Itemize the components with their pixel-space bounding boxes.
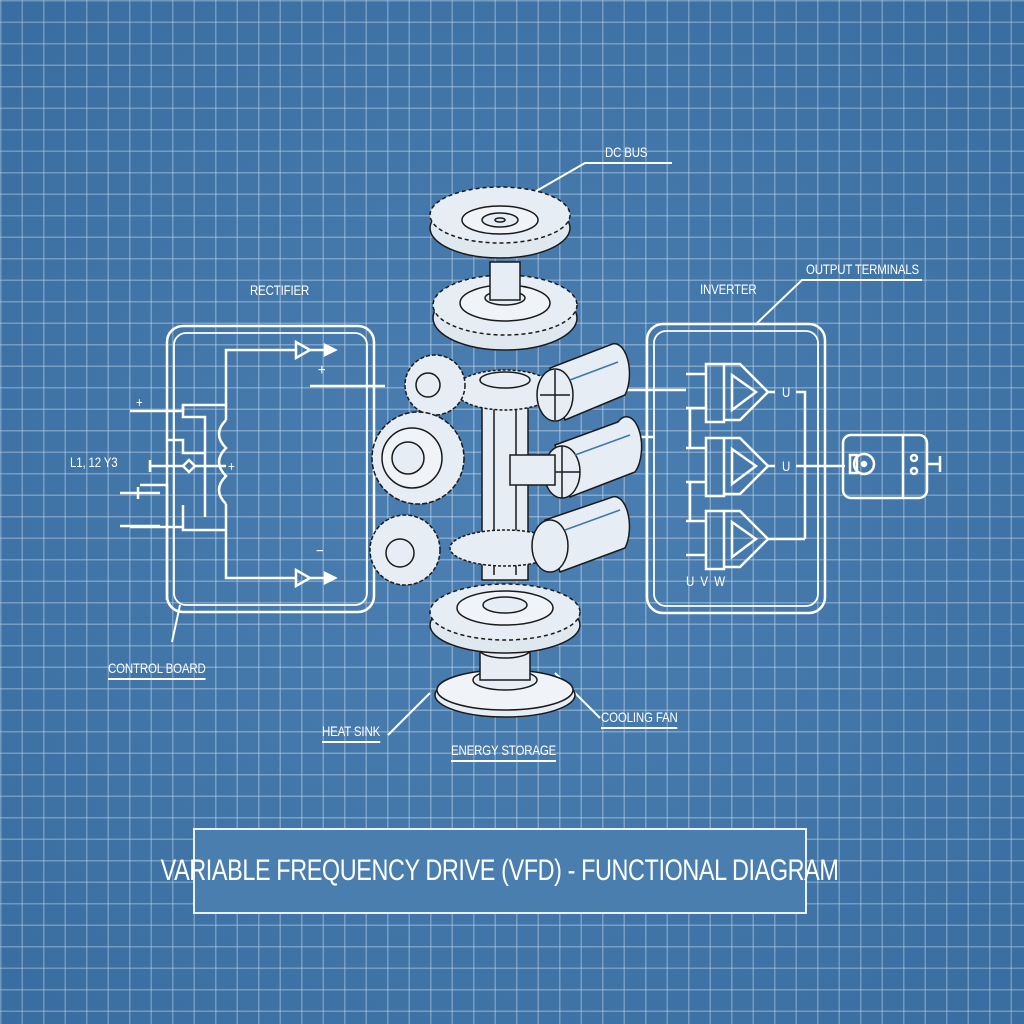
- label-control-board: CONTROL BOARD: [108, 660, 206, 680]
- igbt-leg-3: [686, 509, 805, 571]
- rectifier-block: [120, 324, 385, 614]
- label-output-u1: U: [782, 384, 791, 400]
- motor-symbol: [841, 433, 942, 500]
- gear-assembly: [369, 186, 643, 718]
- igbt-leg-1: [686, 362, 775, 424]
- label-cooling-fan: COOLING FAN: [601, 709, 678, 729]
- label-output-u2: U: [782, 458, 791, 474]
- label-output-phases: U V W: [686, 573, 725, 589]
- label-input-lines: L1, 12 Y3: [70, 454, 118, 470]
- capacitor-1: [536, 342, 631, 422]
- label-rectifier: RECTIFIER: [250, 282, 310, 298]
- label-dc-bus: DC BUS: [605, 144, 648, 164]
- capacitor-3: [531, 495, 631, 573]
- label-heat-sink: HEAT SINK: [322, 723, 380, 743]
- label-output-terminals: OUTPUT TERMINALS: [806, 261, 919, 281]
- igbt-leg-2: [686, 436, 775, 498]
- label-dc-minus: −: [316, 543, 324, 560]
- inverter-block: [600, 322, 942, 615]
- label-input-plus-1: +: [136, 394, 143, 410]
- label-dc-plus: +: [318, 362, 326, 379]
- title-banner: VARIABLE FREQUENCY DRIVE (VFD) - FUNCTIO…: [161, 828, 839, 914]
- label-energy-storage: ENERGY STORAGE: [451, 742, 556, 762]
- capacitor-2: [509, 416, 643, 499]
- diagram-title: VARIABLE FREQUENCY DRIVE (VFD) - FUNCTIO…: [161, 854, 839, 887]
- label-coil-plus: +: [228, 458, 235, 474]
- label-inverter: INVERTER: [700, 281, 757, 297]
